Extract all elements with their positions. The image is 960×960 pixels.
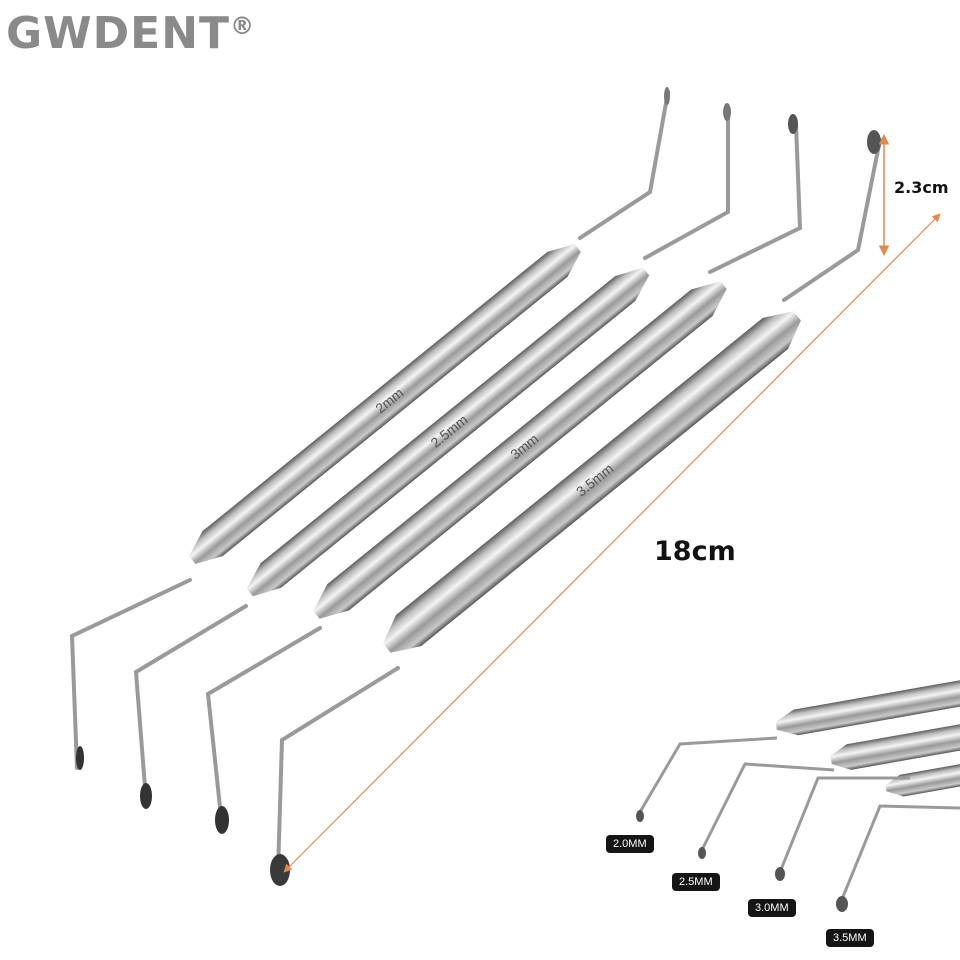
instrument-2mm: 2mm: [69, 87, 670, 770]
detail-label-3.0mm: 3.0MM: [748, 899, 796, 917]
detail-label-3.5mm: 3.5MM: [826, 929, 874, 947]
tip-detail-inset: [636, 664, 960, 912]
tip-dimension-label: 2.3cm: [894, 178, 949, 197]
length-dimension-line: [283, 213, 941, 873]
brand-logo: GWDENT®: [6, 8, 255, 59]
detail-label-2.5mm: 2.5MM: [672, 873, 720, 891]
length-dimension-label: 18cm: [654, 536, 736, 567]
detail-label-2.0mm: 2.0MM: [606, 835, 654, 853]
brand-name: GWDENT: [6, 8, 231, 59]
registered-mark: ®: [230, 12, 256, 40]
